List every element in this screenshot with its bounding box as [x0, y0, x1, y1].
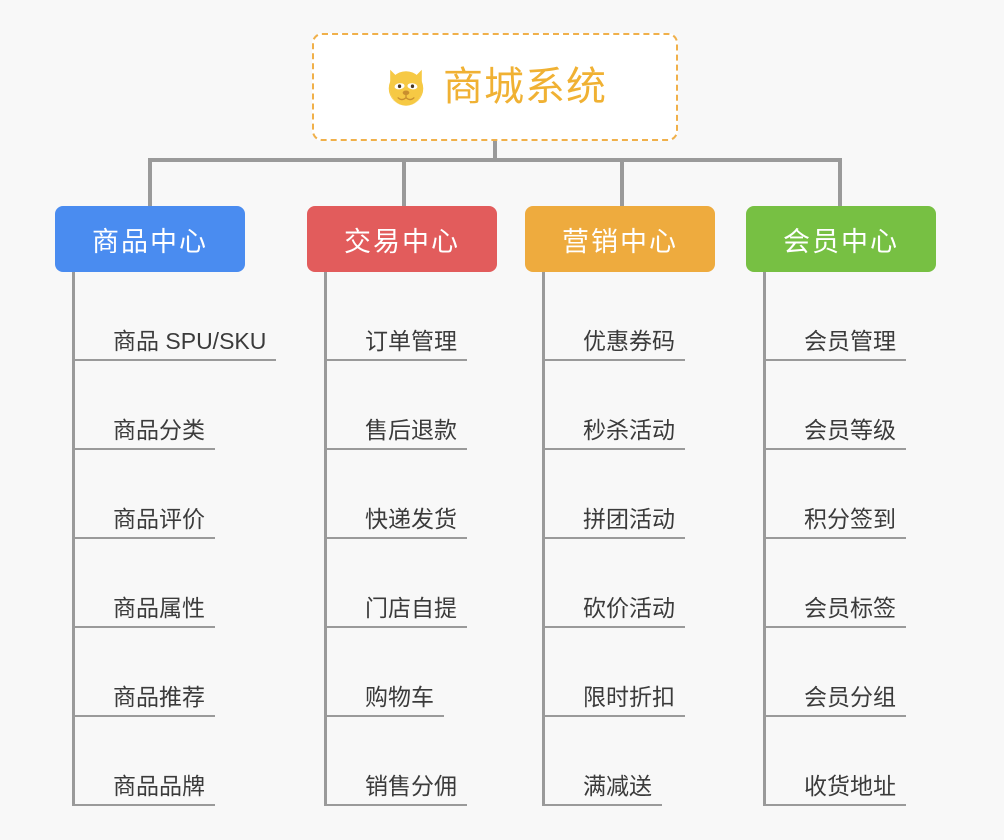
- leaf-item-rule: [324, 804, 467, 806]
- leaf-item-label: 售后退款: [365, 416, 457, 443]
- leaf-item-label: 积分签到: [804, 505, 896, 532]
- leaf-item-rule: [324, 626, 467, 628]
- leaf-column-2: 订单管理售后退款快递发货门店自提购物车销售分佣: [324, 272, 554, 806]
- leaf-column-1: 商品 SPU/SKU 商品分类商品评价商品属性商品推荐商品品牌: [72, 272, 302, 806]
- leaf-item-label: 满减送: [583, 772, 652, 799]
- category-label: 会员中心: [783, 226, 899, 257]
- leaf-item[interactable]: 满减送: [542, 717, 772, 806]
- leaf-item-rule: [72, 626, 215, 628]
- leaf-item-rule: [324, 359, 467, 361]
- leaf-item-label: 销售分佣: [365, 772, 457, 799]
- leaf-item-label: 门店自提: [365, 594, 457, 621]
- leaf-item-label: 商品 SPU/SKU: [113, 327, 267, 354]
- leaf-item-rule: [542, 626, 685, 628]
- leaf-item[interactable]: 购物车: [324, 628, 554, 717]
- category-label: 交易中心: [344, 226, 460, 257]
- leaf-item[interactable]: 砍价活动: [542, 539, 772, 628]
- category-box-2[interactable]: 交易中心: [307, 206, 497, 272]
- root-title: 商城系统: [443, 65, 607, 109]
- leaf-item[interactable]: 售后退款: [324, 361, 554, 450]
- leaf-spine: [542, 272, 545, 806]
- leaf-item[interactable]: 订单管理: [324, 272, 554, 361]
- leaf-item-rule: [324, 715, 444, 717]
- leaf-item-label: 会员分组: [804, 683, 896, 710]
- leaf-item[interactable]: 会员管理: [763, 272, 993, 361]
- leaf-item-rule: [763, 537, 906, 539]
- leaf-item-rule: [324, 448, 467, 450]
- leaf-spine: [324, 272, 327, 806]
- leaf-item-label: 购物车: [365, 683, 434, 710]
- leaf-item-rule: [72, 448, 215, 450]
- leaf-item-rule: [763, 448, 906, 450]
- leaf-item-rule: [542, 537, 685, 539]
- leaf-item-label: 拼团活动: [583, 505, 675, 532]
- leaf-item[interactable]: 积分签到: [763, 450, 993, 539]
- leaf-item[interactable]: 商品评价: [72, 450, 302, 539]
- leaf-item[interactable]: 会员分组: [763, 628, 993, 717]
- connector-drop-2: [402, 158, 406, 206]
- leaf-item-label: 商品品牌: [113, 772, 205, 799]
- leaf-item[interactable]: 限时折扣: [542, 628, 772, 717]
- leaf-item[interactable]: 快递发货: [324, 450, 554, 539]
- dog-face-icon: [388, 69, 424, 109]
- category-label: 商品中心: [92, 226, 208, 257]
- leaf-item-label: 订单管理: [365, 327, 457, 354]
- category-box-3[interactable]: 营销中心: [525, 206, 715, 272]
- leaf-item[interactable]: 门店自提: [324, 539, 554, 628]
- root-node[interactable]: 商城系统: [312, 33, 678, 141]
- leaf-item-label: 会员标签: [804, 594, 896, 621]
- leaf-item-rule: [72, 537, 215, 539]
- leaf-spine: [763, 272, 766, 806]
- leaf-item[interactable]: 销售分佣: [324, 717, 554, 806]
- leaf-item-label: 会员等级: [804, 416, 896, 443]
- leaf-item-rule: [542, 448, 685, 450]
- leaf-item-rule: [324, 537, 467, 539]
- leaf-column-4: 会员管理会员等级积分签到会员标签会员分组收货地址: [763, 272, 993, 806]
- leaf-item[interactable]: 商品 SPU/SKU: [72, 272, 302, 361]
- category-box-4[interactable]: 会员中心: [746, 206, 936, 272]
- leaf-item-label: 商品分类: [113, 416, 205, 443]
- leaf-item-rule: [72, 359, 276, 361]
- leaf-item-rule: [763, 804, 906, 806]
- leaf-item-rule: [763, 715, 906, 717]
- leaf-item[interactable]: 会员等级: [763, 361, 993, 450]
- connector-drop-4: [838, 158, 842, 206]
- leaf-item-rule: [542, 715, 685, 717]
- leaf-column-3: 优惠券码秒杀活动拼团活动砍价活动限时折扣满减送: [542, 272, 772, 806]
- leaf-item-label: 商品评价: [113, 505, 205, 532]
- leaf-item[interactable]: 秒杀活动: [542, 361, 772, 450]
- connector-bus: [148, 158, 842, 162]
- leaf-item[interactable]: 拼团活动: [542, 450, 772, 539]
- leaf-item-rule: [72, 715, 215, 717]
- leaf-item-label: 收货地址: [804, 772, 896, 799]
- leaf-item[interactable]: 商品分类: [72, 361, 302, 450]
- leaf-item[interactable]: 商品品牌: [72, 717, 302, 806]
- connector-stem: [493, 141, 497, 162]
- leaf-item-rule: [542, 359, 685, 361]
- leaf-item-rule: [763, 626, 906, 628]
- connector-drop-3: [620, 158, 624, 206]
- leaf-item[interactable]: 商品推荐: [72, 628, 302, 717]
- category-label: 营销中心: [562, 226, 678, 257]
- leaf-item[interactable]: 会员标签: [763, 539, 993, 628]
- category-box-1[interactable]: 商品中心: [55, 206, 245, 272]
- leaf-item[interactable]: 收货地址: [763, 717, 993, 806]
- leaf-item-label: 限时折扣: [583, 683, 675, 710]
- leaf-item-rule: [763, 359, 906, 361]
- leaf-item-label: 秒杀活动: [583, 416, 675, 443]
- leaf-item-label: 砍价活动: [583, 594, 675, 621]
- leaf-item-rule: [72, 804, 215, 806]
- leaf-spine: [72, 272, 75, 806]
- leaf-item-label: 快递发货: [365, 505, 457, 532]
- connector-drop-1: [148, 158, 152, 206]
- leaf-item-label: 商品推荐: [113, 683, 205, 710]
- leaf-item-label: 会员管理: [804, 327, 896, 354]
- leaf-item[interactable]: 商品属性: [72, 539, 302, 628]
- leaf-item-label: 优惠券码: [583, 327, 675, 354]
- leaf-item-rule: [542, 804, 662, 806]
- leaf-item[interactable]: 优惠券码: [542, 272, 772, 361]
- leaf-item-label: 商品属性: [113, 594, 205, 621]
